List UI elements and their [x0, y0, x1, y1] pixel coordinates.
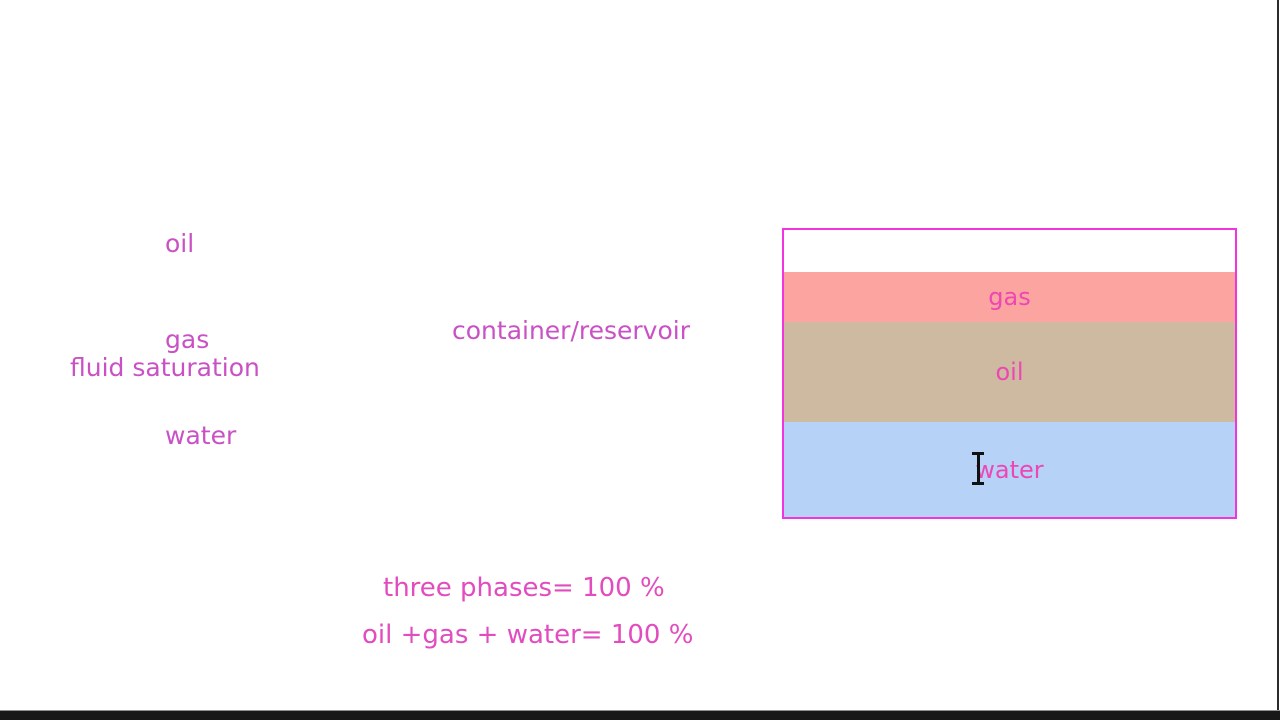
text-ibeam-cursor-icon — [969, 452, 987, 485]
reservoir-layer-oil: oil — [784, 322, 1235, 422]
fluid-saturation-label: fluid saturation — [70, 353, 260, 382]
reservoir-layer-water: water — [784, 422, 1235, 517]
container-reservoir-label: container/reservoir — [452, 316, 690, 345]
fluid-list-item-water: water — [165, 421, 237, 450]
reservoir-headspace — [784, 230, 1235, 272]
water-layer-label: water — [975, 455, 1044, 484]
fluid-list-item-gas: gas — [165, 325, 210, 354]
gas-layer-label: gas — [988, 283, 1031, 311]
fluid-list-item-oil: oil — [165, 229, 195, 258]
fluid-phase-list: oil gas water — [165, 164, 236, 516]
equation-three-phases: three phases= 100 % — [383, 573, 665, 603]
reservoir-layer-gas: gas — [784, 272, 1235, 322]
oil-layer-label: oil — [995, 358, 1024, 386]
window-right-edge — [1277, 0, 1279, 711]
bottom-letterbox-bar — [0, 710, 1280, 720]
equation-oil-gas-water: oil +gas + water= 100 % — [362, 620, 694, 650]
reservoir-container-diagram: gas oil water — [782, 228, 1237, 519]
